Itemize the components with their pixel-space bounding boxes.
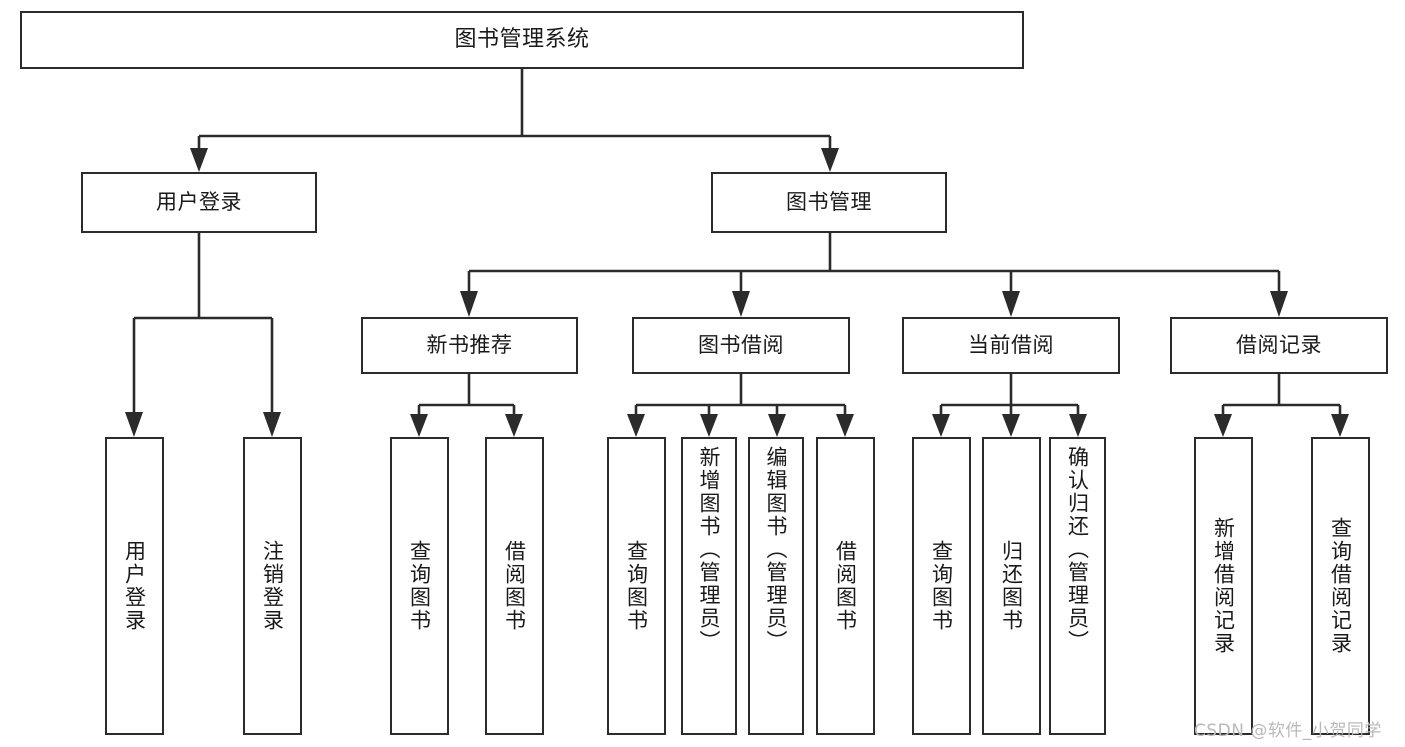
node-label: 查询图书 xyxy=(624,540,649,632)
node-label: 用户登录 xyxy=(156,190,242,215)
leaf-query-book-borrow[interactable]: 查询图书 xyxy=(607,437,666,735)
leaf-query-borrow-record[interactable]: 查询借阅记录 xyxy=(1311,437,1370,735)
node-label: 借阅图书 xyxy=(833,540,858,632)
node-label: 查询图书 xyxy=(407,540,432,632)
node-label: 图书管理 xyxy=(786,190,872,215)
leaf-add-borrow-record[interactable]: 新增借阅记录 xyxy=(1194,437,1253,735)
node-book-borrow[interactable]: 图书借阅 xyxy=(632,317,850,374)
leaf-user-login[interactable]: 用户登录 xyxy=(105,437,164,735)
node-label: 借阅记录 xyxy=(1236,333,1322,358)
node-current-borrow[interactable]: 当前借阅 xyxy=(902,317,1120,374)
node-label: 归还图书 xyxy=(999,540,1024,632)
node-label: 用户登录 xyxy=(122,540,147,632)
leaf-logout[interactable]: 注销登录 xyxy=(243,437,302,735)
node-book-management[interactable]: 图书管理 xyxy=(711,172,947,233)
watermark-csdn: CSDN @软件_小贺同学 xyxy=(1194,721,1382,741)
leaf-add-book-admin[interactable]: 新增图书（管理员） xyxy=(681,437,737,735)
node-borrow-records[interactable]: 借阅记录 xyxy=(1170,317,1388,374)
node-label: 新书推荐 xyxy=(426,333,513,358)
leaf-query-book-current[interactable]: 查询图书 xyxy=(912,437,971,735)
node-label: 注销登录 xyxy=(260,540,285,632)
node-label: 新增借阅记录 xyxy=(1211,517,1236,655)
node-label: 借阅图书 xyxy=(502,540,527,632)
node-new-book-recommend[interactable]: 新书推荐 xyxy=(361,317,578,374)
node-label: 确认归还（管理员） xyxy=(1065,446,1090,653)
node-label: 查询借阅记录 xyxy=(1328,517,1353,655)
node-label: 当前借阅 xyxy=(968,333,1054,358)
node-user-login[interactable]: 用户登录 xyxy=(81,172,317,233)
node-label: 查询图书 xyxy=(929,540,954,632)
node-label: 编辑图书（管理员） xyxy=(764,446,789,653)
node-root-system[interactable]: 图书管理系统 xyxy=(20,11,1024,69)
node-label: 新增图书（管理员） xyxy=(697,446,722,653)
leaf-borrow-book[interactable]: 借阅图书 xyxy=(816,437,875,735)
leaf-edit-book-admin[interactable]: 编辑图书（管理员） xyxy=(748,437,804,735)
leaf-return-book[interactable]: 归还图书 xyxy=(982,437,1041,735)
leaf-query-book-recommend[interactable]: 查询图书 xyxy=(390,437,449,735)
node-label: 图书管理系统 xyxy=(454,27,590,53)
leaf-confirm-return-admin[interactable]: 确认归还（管理员） xyxy=(1049,437,1106,735)
leaf-borrow-book-recommend[interactable]: 借阅图书 xyxy=(485,437,544,735)
node-label: 图书借阅 xyxy=(698,333,784,358)
